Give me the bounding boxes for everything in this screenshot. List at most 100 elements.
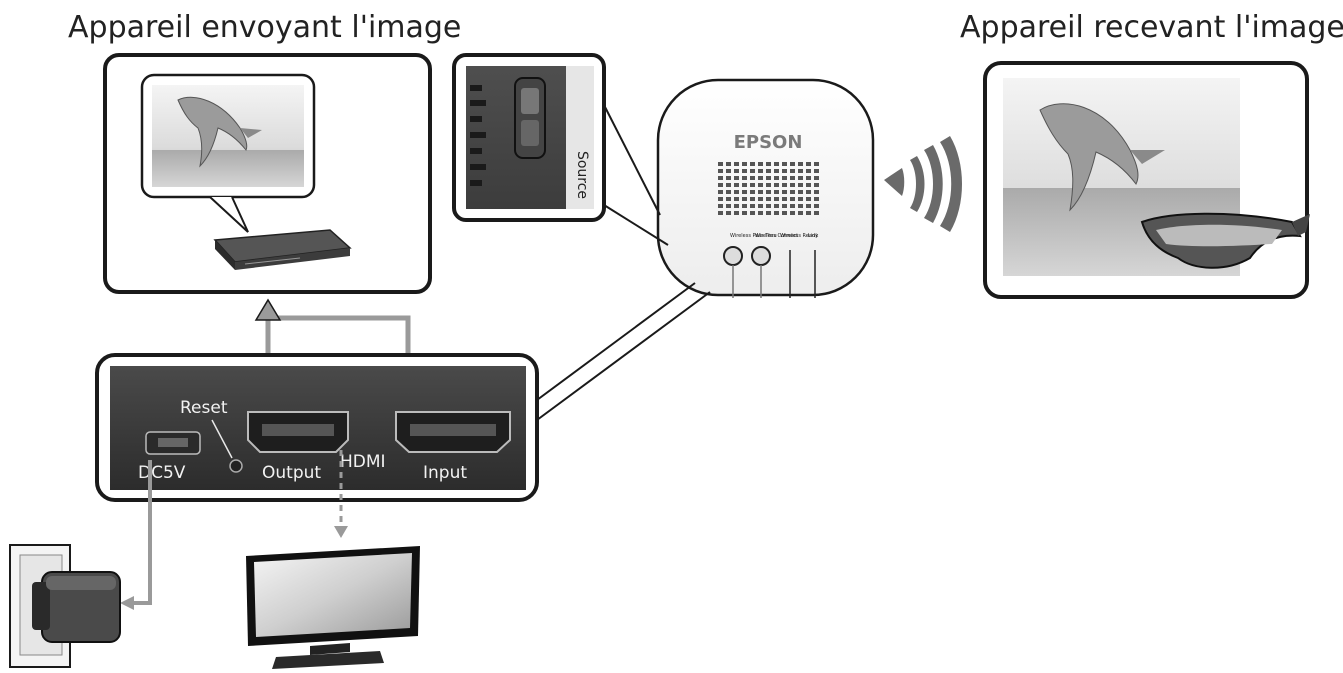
- grille-dot: [734, 169, 739, 173]
- grille-dot: [814, 190, 819, 194]
- grille-dot: [766, 183, 771, 187]
- grille-dot: [814, 176, 819, 180]
- grille-dot: [774, 211, 779, 215]
- grille-dot: [734, 183, 739, 187]
- grille-dot: [718, 204, 723, 208]
- grille-dot: [726, 197, 731, 201]
- grille-dot: [806, 162, 811, 166]
- reset-button[interactable]: [229, 459, 243, 473]
- grille-dot: [806, 211, 811, 215]
- output-label: Output: [262, 463, 321, 483]
- grille-dot: [742, 204, 747, 208]
- indicator-connect: Wireless Connect: [755, 233, 798, 239]
- indicator-pass-thru: Wireless Pass Thru: [730, 233, 777, 239]
- grille-dot: [726, 211, 731, 215]
- grille-dot: [798, 162, 803, 166]
- connect-button[interactable]: [751, 246, 771, 266]
- grille-dot: [758, 169, 763, 173]
- grille-dot: [766, 162, 771, 166]
- grille-dot: [774, 197, 779, 201]
- grille-dot: [734, 197, 739, 201]
- grille-dot: [758, 176, 763, 180]
- receiver-title: Appareil recevant l'image: [960, 10, 1343, 45]
- grille-dot: [790, 197, 795, 201]
- grille-dot: [766, 190, 771, 194]
- grille-dot: [814, 197, 819, 201]
- grille-dot: [758, 183, 763, 187]
- grille-dot: [782, 169, 787, 173]
- grille-dot: [742, 162, 747, 166]
- grille-dot: [774, 176, 779, 180]
- grille-dot: [798, 169, 803, 173]
- grille-dot: [774, 183, 779, 187]
- grille-dot: [814, 162, 819, 166]
- grille-dot: [758, 204, 763, 208]
- grille-dot: [718, 197, 723, 201]
- grille-dot: [750, 190, 755, 194]
- indicator-ready: Wireless Ready: [780, 233, 818, 239]
- grille-dot: [774, 169, 779, 173]
- grille-dot: [774, 190, 779, 194]
- source-switch-zoom: Source: [452, 53, 606, 222]
- grille-dot: [750, 204, 755, 208]
- grille-dot: [742, 183, 747, 187]
- grille-dot: [814, 204, 819, 208]
- grille-dot: [790, 176, 795, 180]
- grille-dot: [726, 190, 731, 194]
- grille-dot: [734, 211, 739, 215]
- grille-dot: [806, 204, 811, 208]
- indicator-link: Link: [808, 233, 818, 239]
- grille-dot: [718, 169, 723, 173]
- grille-dot: [790, 183, 795, 187]
- grille-dot: [798, 211, 803, 215]
- grille-dot: [798, 197, 803, 201]
- grille-dot: [766, 176, 771, 180]
- grille-dot: [758, 190, 763, 194]
- grille-dot: [814, 169, 819, 173]
- grille-dot: [766, 197, 771, 201]
- grille-dot: [798, 176, 803, 180]
- media-player-icon: [213, 229, 352, 270]
- grille-dot: [750, 211, 755, 215]
- indicator-labels: Wireless Pass Thru Wireless Connect Wire…: [730, 233, 818, 239]
- grille-dot: [718, 176, 723, 180]
- television-icon: [246, 546, 420, 669]
- wireless-signal-icon: [884, 136, 962, 232]
- grille-dot: [782, 197, 787, 201]
- grille-dot: [750, 176, 755, 180]
- pass-thru-button[interactable]: [723, 246, 743, 266]
- speaker-grille: [718, 162, 819, 215]
- grille-dot: [782, 183, 787, 187]
- grille-dot: [806, 197, 811, 201]
- grille-dot: [790, 204, 795, 208]
- grille-dot: [726, 162, 731, 166]
- grille-dot: [790, 190, 795, 194]
- grille-dot: [806, 169, 811, 173]
- grille-dot: [782, 204, 787, 208]
- brand-logo: EPSON: [734, 132, 803, 153]
- power-connection: [9, 460, 152, 668]
- grille-dot: [734, 190, 739, 194]
- grille-dot: [742, 176, 747, 180]
- grille-dot: [726, 176, 731, 180]
- grille-dot: [814, 211, 819, 215]
- port-panel: Reset DC5V Output HDMI Input: [95, 353, 539, 502]
- grille-dot: [734, 204, 739, 208]
- grille-dot: [758, 162, 763, 166]
- grille-dot: [806, 176, 811, 180]
- grille-dot: [758, 211, 763, 215]
- grille-dot: [726, 169, 731, 173]
- grille-dot: [718, 211, 723, 215]
- grille-dot: [718, 162, 723, 166]
- grille-dot: [742, 169, 747, 173]
- sender-device-panel: [103, 53, 432, 294]
- tv-connection: [246, 450, 420, 669]
- power-adapter-icon: [32, 571, 121, 643]
- grille-dot: [806, 190, 811, 194]
- grille-dot: [742, 197, 747, 201]
- grille-dot: [782, 176, 787, 180]
- grille-dot: [766, 169, 771, 173]
- wireless-transmitter: EPSON Wireless Pass Thru Wireless Connec…: [656, 78, 875, 298]
- input-label: Input: [423, 463, 467, 483]
- hdmi-label: HDMI: [340, 452, 386, 472]
